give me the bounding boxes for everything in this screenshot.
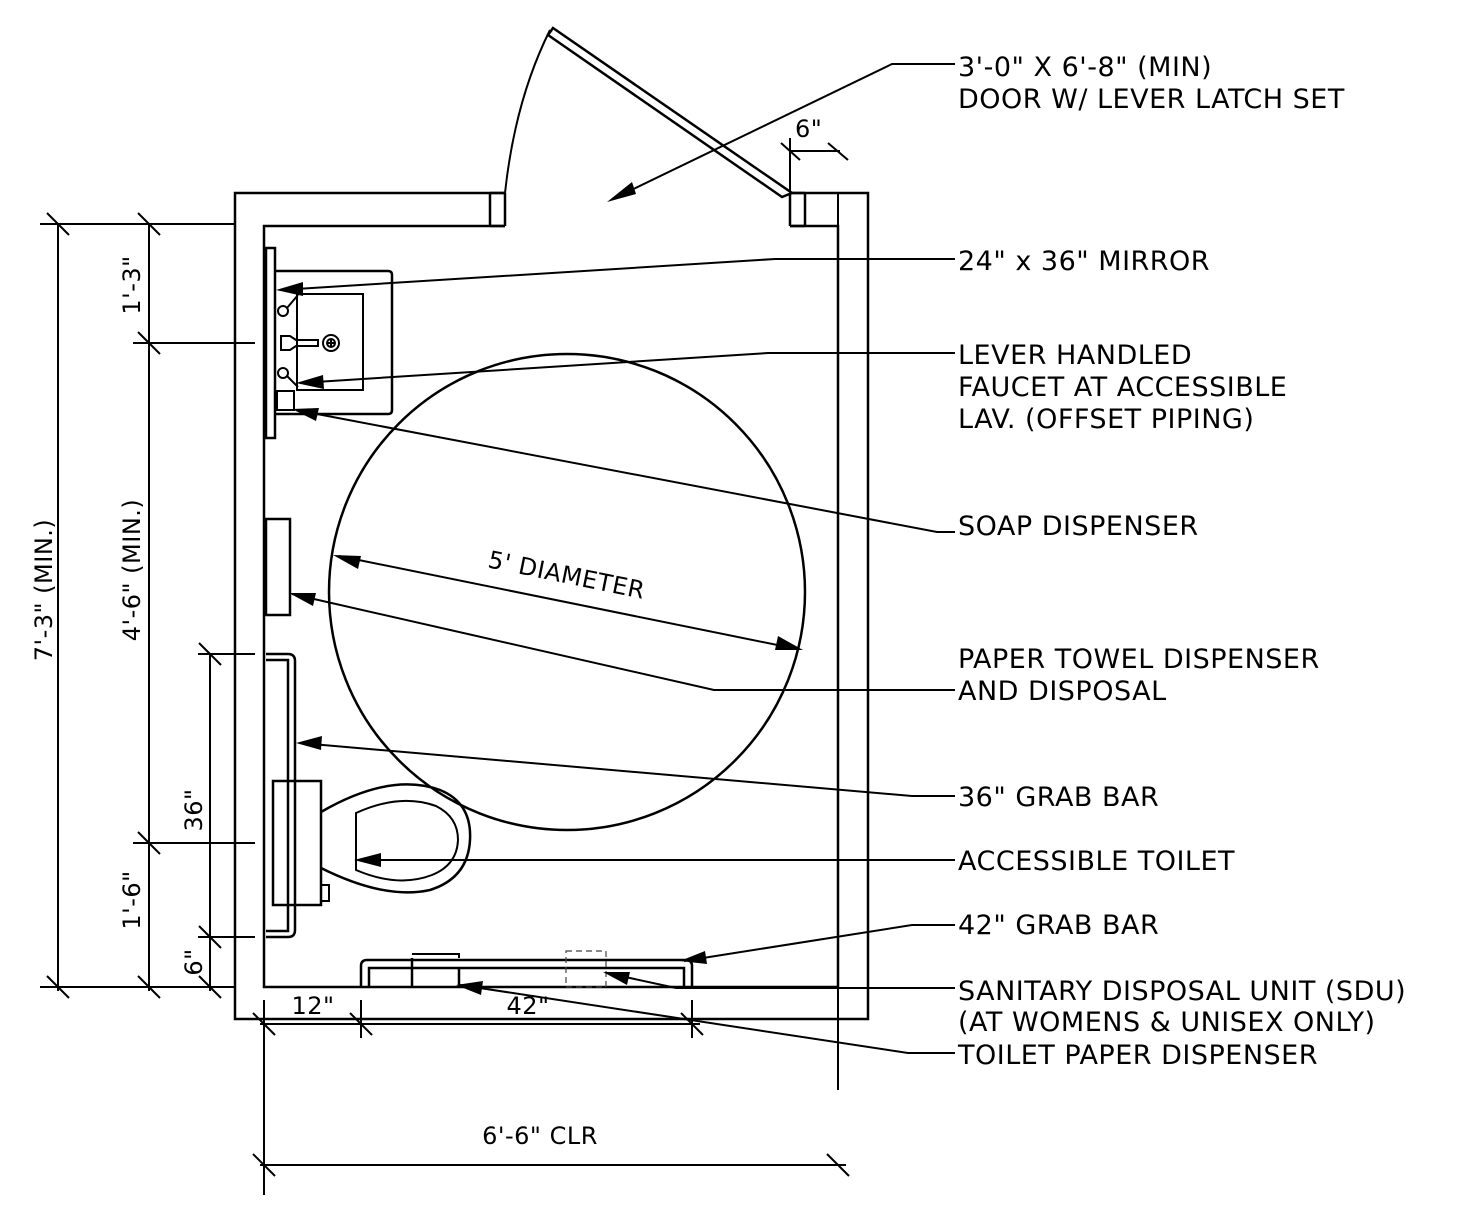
door-swing-arc [504,29,551,194]
mirror-callout: 24" x 36" MIRROR [958,246,1210,277]
toilet-bowl-inner [355,799,460,882]
grab-bar-42 [359,958,694,987]
grab-bar-36 [266,652,297,939]
faucet-callout-line1: LEVER HANDLED [958,340,1192,371]
towel-callout-line1: PAPER TOWEL DISPENSER [958,644,1320,675]
dim-rear-grab-bar: 42" [506,992,549,1020]
dim-toilet-centerline: 1'-6" [118,870,146,929]
lavatory [264,246,394,440]
dim-rear-offset: 12" [291,992,334,1020]
dim-mirror-height: 1'-3" [118,255,146,314]
dim-turning-circle: 5' DIAMETER [486,546,648,605]
toilet-callout: ACCESSIBLE TOILET [958,846,1235,877]
drain [322,334,340,352]
lavatory-basin [296,293,364,391]
dim-grab-bar-side: 36" [180,788,208,831]
leader-lines [276,63,955,1054]
dimension-lines [40,138,850,1195]
room-walls [233,191,870,1021]
dim-door-offset: 6" [795,115,822,143]
sdu-callout-line2: (AT WOMENS & UNISEX ONLY) [958,1007,1375,1038]
toilet-bowl-outer [320,783,472,894]
grab36-callout: 36" GRAB BAR [958,782,1159,813]
grab42-callout: 42" GRAB BAR [958,910,1159,941]
turning-circle [327,352,807,832]
paper-towel-dispenser [264,517,292,617]
mirror [264,246,277,440]
towel-callout-line2: AND DISPOSAL [958,676,1167,707]
dim-clear-width: 6'-6" CLR [482,1122,598,1150]
tp-callout: TOILET PAPER DISPENSER [957,1040,1318,1071]
callout-labels: 3'-0" X 6'-8" (MIN) DOOR W/ LEVER LATCH … [957,52,1406,1071]
dimension-labels: 6" 7'-3" (MIN.) 1'-3" 4'-6" (MIN.) 36" 1… [30,115,822,1150]
faucet-callout-line2: FAUCET AT ACCESSIBLE [958,372,1287,403]
soap-callout: SOAP DISPENSER [958,511,1199,542]
sanitary-disposal-unit [565,950,607,988]
faucet-callout-line3: LAV. (OFFSET PIPING) [958,404,1254,435]
soap-dispenser [276,390,295,411]
dim-overall-depth: 7'-3" (MIN.) [30,519,58,662]
door-callout-line1: 3'-0" X 6'-8" (MIN) [958,52,1212,83]
accessible-toilet [271,779,472,907]
dim-lav-to-toilet: 4'-6" (MIN.) [118,499,146,642]
dim-grab-bar-offset: 6" [180,948,208,975]
door-callout-line2: DOOR W/ LEVER LATCH SET [958,84,1345,115]
door [504,26,795,199]
sdu-callout-line1: SANITARY DISPOSAL UNIT (SDU) [958,976,1406,1007]
toilet-paper-dispenser [410,953,461,987]
